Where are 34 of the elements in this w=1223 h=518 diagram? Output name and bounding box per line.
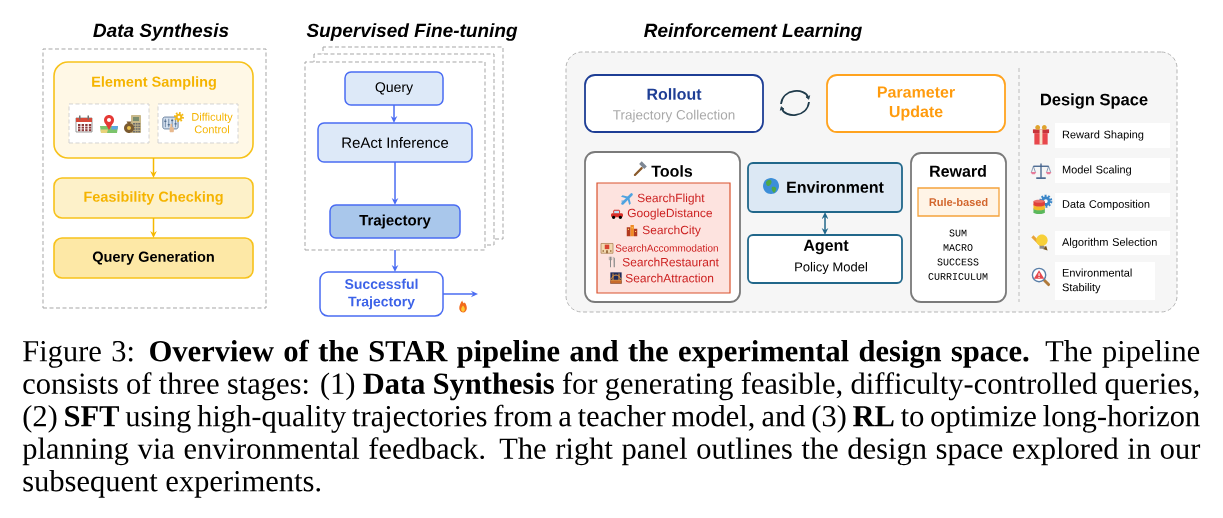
- list-item-box: Environmental Stability: [1055, 262, 1155, 300]
- panel-title: Reinforcement Learning: [644, 23, 862, 41]
- tools-panel: Tools SearchFlight GoogleDistance SearchCity SearchAccommodation SearchRestaurant SearchAttraction: [584, 151, 741, 303]
- panel-title: Data Synthesis: [93, 23, 229, 41]
- section-heading: Design Space: [1041, 93, 1148, 109]
- dashed-box: Difficulty Control: [157, 103, 239, 144]
- process-box: Rollout Trajectory Collection: [584, 74, 764, 133]
- reward-item: CURRICULUM: [928, 273, 988, 280]
- tag-box: Rule-based: [917, 187, 1000, 217]
- caption: Figure 3: Overview of the STAR pipeline and the experimental design space. The pipeline consists of three stages: (1) Data Synthesis for generating feasible, difficulty-controlled queries, (2) SFT using high-quality trajectories from a teacher model, and (3) RL to optimize long-horizon planning via environmental feedback. The right panel outlines the design space explored in our subsequent experiments.: [22, 339, 1201, 498]
- reward-item: SUM: [949, 229, 967, 237]
- process-box: Parameter Update: [826, 74, 1006, 133]
- reward-item: MACRO: [943, 244, 973, 251]
- list-item-box: Algorithm Selection: [1055, 231, 1170, 255]
- double-arrow: [821, 212, 829, 235]
- process-box: Query: [344, 71, 444, 106]
- list-item-box: Reward Shaping: [1055, 123, 1170, 148]
- reward-item: SUCCESS: [937, 258, 979, 266]
- stage-box: Feasibility Checking: [53, 177, 254, 219]
- environment-box: Environment: [747, 162, 903, 213]
- result-box: Successful Trajectory: [319, 271, 444, 317]
- process-box: ReAct Inference: [317, 122, 473, 163]
- tool-name: SearchCity: [642, 225, 701, 237]
- stage-box: Query Generation: [53, 237, 254, 279]
- list-item-box: Model Scaling: [1055, 158, 1170, 183]
- agent-box: Agent Policy Model: [747, 234, 903, 284]
- panel-title: Supervised Fine-tuning: [306, 23, 518, 41]
- process-box: Trajectory: [329, 204, 461, 239]
- tool-name: SearchFlight: [637, 193, 705, 205]
- tool-name: SearchAttraction: [625, 273, 714, 283]
- tool-name: SearchRestaurant: [622, 257, 719, 267]
- tool-name: SearchAccommodation: [615, 244, 718, 252]
- list-item-box: Data Composition: [1055, 193, 1170, 217]
- tool-name: GoogleDistance: [627, 208, 713, 220]
